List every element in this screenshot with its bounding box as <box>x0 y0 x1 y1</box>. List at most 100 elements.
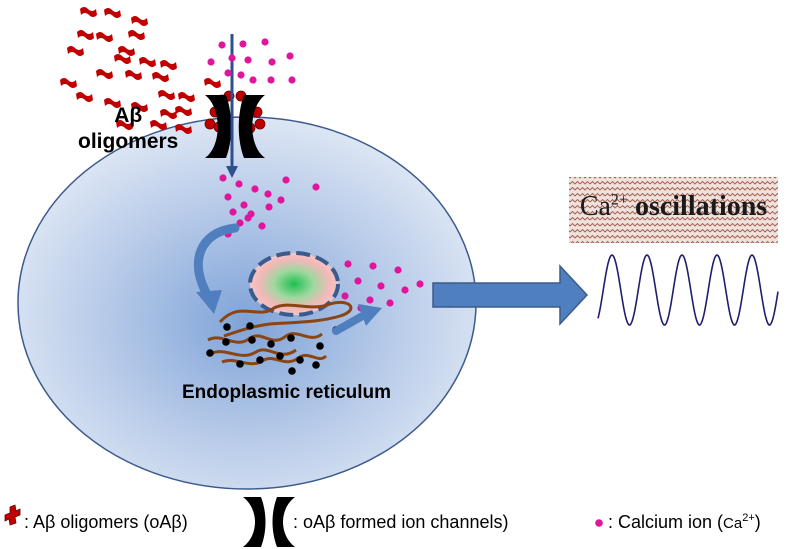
ion-channel-icon <box>204 90 266 178</box>
ribosome-icon <box>316 342 324 350</box>
oligomer-icon <box>160 109 177 119</box>
er-label: Endoplasmic reticulum <box>182 382 392 403</box>
osc-ca: Ca <box>579 191 611 222</box>
oligomer-icon <box>175 106 192 116</box>
calcium-ion-icon <box>258 222 266 230</box>
ribosome-icon <box>256 356 264 364</box>
calcium-ion-icon <box>237 71 245 79</box>
ribosome-icon <box>223 323 231 331</box>
legend-channel-text: : oAβ formed ion channels) <box>293 512 509 532</box>
oligomer-icon <box>67 46 84 56</box>
oligomer-icon <box>158 90 175 100</box>
oligomer-icon <box>118 46 135 56</box>
oligomer-icon <box>125 70 142 80</box>
oligomer-icon <box>128 30 145 40</box>
calcium-ion-icon <box>264 190 272 198</box>
calcium-ion-icon <box>377 282 385 290</box>
ribosome-group <box>206 322 340 375</box>
output-arrow-icon <box>432 264 589 326</box>
calcium-ion-icon <box>401 286 409 294</box>
ribosome-icon <box>276 352 284 360</box>
calcium-ion-icon <box>228 54 236 62</box>
calcium-ion-icon <box>240 201 248 209</box>
legend-calcium-icon <box>595 519 603 527</box>
legend-oligomer-text: : Aβ oligomers (oAβ) <box>24 512 188 532</box>
calcium-ion-icon <box>219 174 227 182</box>
ribosome-icon <box>288 367 296 375</box>
osc-charge: 2+ <box>610 191 628 209</box>
calcium-ion-icon <box>366 296 374 304</box>
oligomer-icon <box>131 102 148 112</box>
calcium-ion-icon <box>229 208 237 216</box>
curved-arrow-head <box>196 290 222 314</box>
legend-oligomer-icon <box>4 504 21 526</box>
oligomer-icon <box>139 57 156 67</box>
er-release-arrow-head <box>358 304 382 326</box>
legend-calcium-prefix: : Calcium ion ( <box>608 512 724 532</box>
calcium-ion-icon <box>344 260 352 268</box>
oligomer-icon <box>76 92 93 102</box>
legend-channel-icon <box>243 497 295 547</box>
calcium-ion-icon <box>236 219 244 227</box>
calcium-ion-icon <box>244 214 252 222</box>
calcium-ion-icon <box>354 277 362 285</box>
ribosome-icon <box>267 340 275 348</box>
ribosome-icon <box>287 334 295 342</box>
oscillation-title: Ca2+ oscillations <box>569 177 778 243</box>
ab-oligomers-label-line2: oligomers <box>78 130 179 153</box>
oscillation-wave <box>597 254 779 326</box>
calcium-ion-icon <box>265 203 273 211</box>
ribosome-icon <box>296 356 304 364</box>
calcium-ion-icon <box>249 76 257 84</box>
oligomer-icon <box>178 92 195 102</box>
calcium-ion-icon <box>218 41 226 49</box>
oligomer-icon <box>96 32 113 42</box>
calcium-ion-icon <box>416 280 424 288</box>
oligomer-icon <box>80 7 97 17</box>
oligomer-icon <box>131 16 148 26</box>
oligomer-icon <box>160 60 177 70</box>
oligomer-icon <box>77 30 94 40</box>
oligomer-icon <box>114 54 131 64</box>
cell-body <box>17 116 477 490</box>
calcium-ion-icon <box>288 76 296 84</box>
calcium-ion-icon <box>386 299 394 307</box>
ribosome-icon <box>248 336 256 344</box>
ribosome-icon <box>206 349 214 357</box>
ab-oligomers-label: Aβ oligomers <box>78 103 178 155</box>
calcium-ion-icon <box>369 262 377 270</box>
oligomer-icon <box>204 78 221 88</box>
oligomer-icon <box>104 98 121 108</box>
oligomer-icon <box>96 69 113 79</box>
oligomer-icon <box>60 78 77 88</box>
ribosome-icon <box>312 361 320 369</box>
legend-calcium-text: : Calcium ion (Ca2+) <box>608 512 761 533</box>
calcium-ion-icon <box>341 292 349 300</box>
oligomer-icon <box>104 8 121 18</box>
calcium-ion-icon <box>239 40 247 48</box>
calcium-ion-icon <box>207 58 215 66</box>
er-release-arrow-icon <box>332 310 370 335</box>
oligomer-icon <box>150 120 167 130</box>
calcium-ion-icon <box>394 266 402 274</box>
curved-arrow-icon <box>193 223 240 301</box>
calcium-ion-icon <box>286 52 294 60</box>
calcium-ion-icon <box>251 185 259 193</box>
oligomer-icon <box>116 120 133 130</box>
calcium-ion-icon <box>312 183 320 191</box>
oligomer-cluster <box>60 7 221 134</box>
calcium-ion-icon <box>261 38 269 46</box>
calcium-ion-icon <box>282 176 290 184</box>
legend-calcium-close: ) <box>754 512 761 532</box>
calcium-ion-icon <box>224 69 232 77</box>
calcium-ion-icon <box>267 76 275 84</box>
calcium-ion-icon <box>268 58 276 66</box>
oligomer-icon <box>175 124 192 134</box>
ab-oligomers-label-line1: Aβ <box>114 104 143 127</box>
ribosome-icon <box>222 338 230 346</box>
legend-calcium-symbol: Ca <box>723 515 743 532</box>
ribosome-icon <box>246 322 254 330</box>
ribosome-icon <box>236 360 244 368</box>
calcium-ion-icon <box>224 193 232 201</box>
